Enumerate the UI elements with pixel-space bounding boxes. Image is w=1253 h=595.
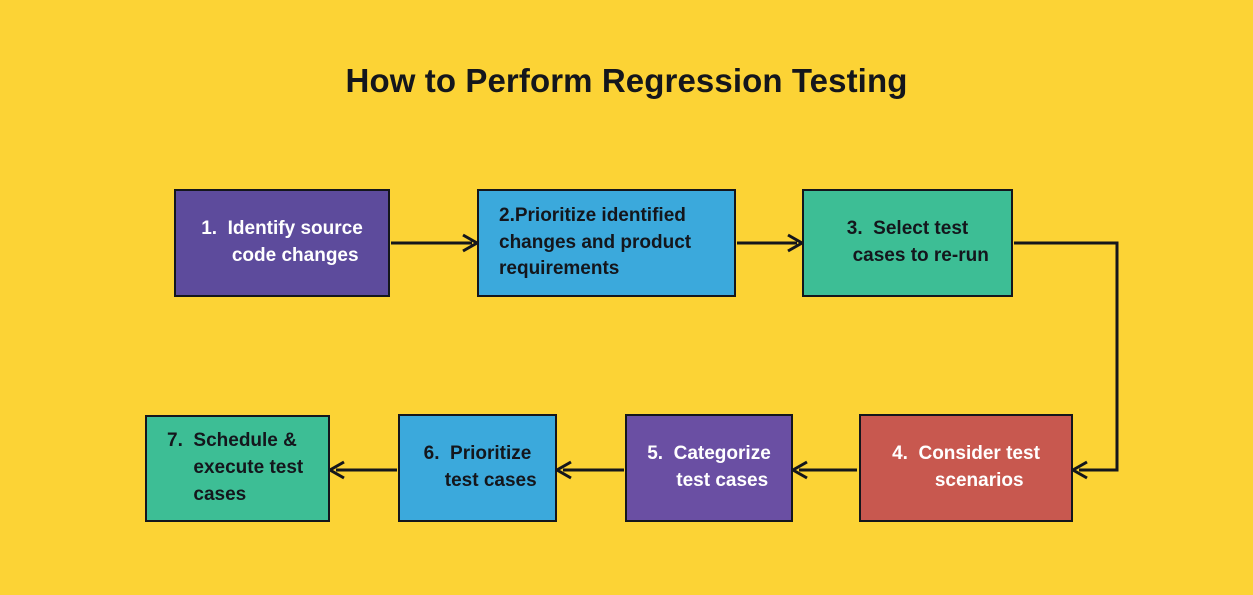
- flow-step-1-label: 1. Identify source code changes: [201, 218, 363, 266]
- flow-step-6-label: 6. Prioritize test cases: [423, 443, 537, 491]
- flow-step-5-categorize-test-cases[interactable]: 5. Categorize test cases: [625, 414, 793, 522]
- arrow-2-to-3: [737, 233, 806, 253]
- flow-step-1-identify-source-code-changes[interactable]: 1. Identify source code changes: [174, 189, 390, 297]
- flow-step-2-prioritize-identified-changes[interactable]: 2.Prioritize identified changes and prod…: [477, 189, 736, 297]
- flow-step-6-prioritize-test-cases[interactable]: 6. Prioritize test cases: [398, 414, 557, 522]
- flow-step-5-label: 5. Categorize test cases: [647, 443, 771, 491]
- flow-step-4-label: 4. Consider test scenarios: [892, 443, 1040, 491]
- flow-step-7-label: 7. Schedule & execute test cases: [167, 430, 304, 505]
- flow-step-2-label: 2.Prioritize identified changes and prod…: [499, 204, 692, 280]
- arrow-6-to-7: [326, 460, 397, 480]
- flow-step-3-label: 3. Select test cases to re-run: [846, 218, 989, 266]
- arrow-5-to-6: [553, 460, 624, 480]
- flow-step-3-select-test-cases-to-rerun[interactable]: 3. Select test cases to re-run: [802, 189, 1013, 297]
- page-title: How to Perform Regression Testing: [345, 62, 908, 99]
- flow-step-4-consider-test-scenarios[interactable]: 4. Consider test scenarios: [859, 414, 1073, 522]
- flow-step-7-schedule-execute-test-cases[interactable]: 7. Schedule & execute test cases: [145, 415, 330, 522]
- arrow-1-to-2: [391, 233, 481, 253]
- arrow-4-to-5: [789, 460, 857, 480]
